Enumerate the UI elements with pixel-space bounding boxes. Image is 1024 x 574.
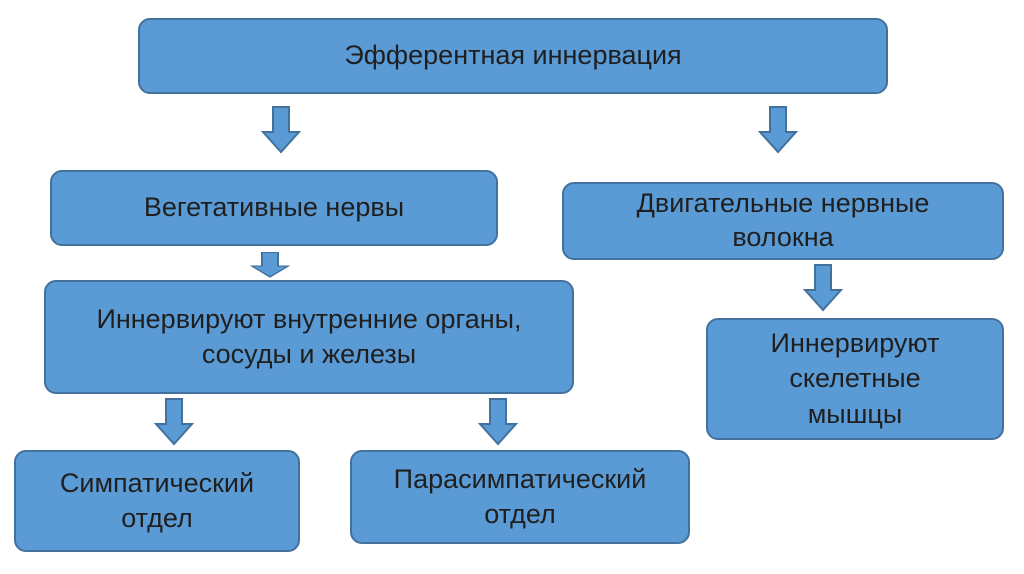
node-efferent-innervation-label: Эфферентная иннервация bbox=[344, 40, 682, 71]
node-sympathetic-division: Симпатический отдел bbox=[14, 450, 300, 552]
node-motor-nerve-fibers: Двигательные нервные волокна bbox=[562, 182, 1004, 260]
arrow-down-icon bbox=[250, 252, 290, 278]
node-parasympathetic-division: Парасимпатический отдел bbox=[350, 450, 690, 544]
node-innervate-skeletal-muscles-label: Иннервируют скелетные мышцы bbox=[770, 328, 940, 429]
node-sympathetic-division-label: Симпатический отдел bbox=[59, 467, 255, 533]
arrow-down-icon bbox=[758, 106, 798, 154]
arrow-down-icon bbox=[154, 398, 194, 446]
node-innervate-internal-organs: Иннервируют внутренние органы, сосуды и … bbox=[44, 280, 574, 394]
arrow-down-icon bbox=[803, 264, 843, 312]
arrow-down-icon bbox=[261, 106, 301, 154]
node-vegetative-nerves: Вегетативные нервы bbox=[50, 170, 498, 246]
node-vegetative-nerves-label: Вегетативные нервы bbox=[143, 192, 405, 223]
node-innervate-skeletal-muscles: Иннервируют скелетные мышцы bbox=[706, 318, 1004, 440]
arrow-down-icon bbox=[478, 398, 518, 446]
node-parasympathetic-division-label: Парасимпатический отдел bbox=[393, 463, 647, 529]
node-motor-nerve-fibers-label: Двигательные нервные волокна bbox=[636, 188, 930, 252]
node-innervate-internal-organs-label: Иннервируют внутренние органы, сосуды и … bbox=[96, 303, 522, 369]
node-efferent-innervation: Эфферентная иннервация bbox=[138, 18, 888, 94]
